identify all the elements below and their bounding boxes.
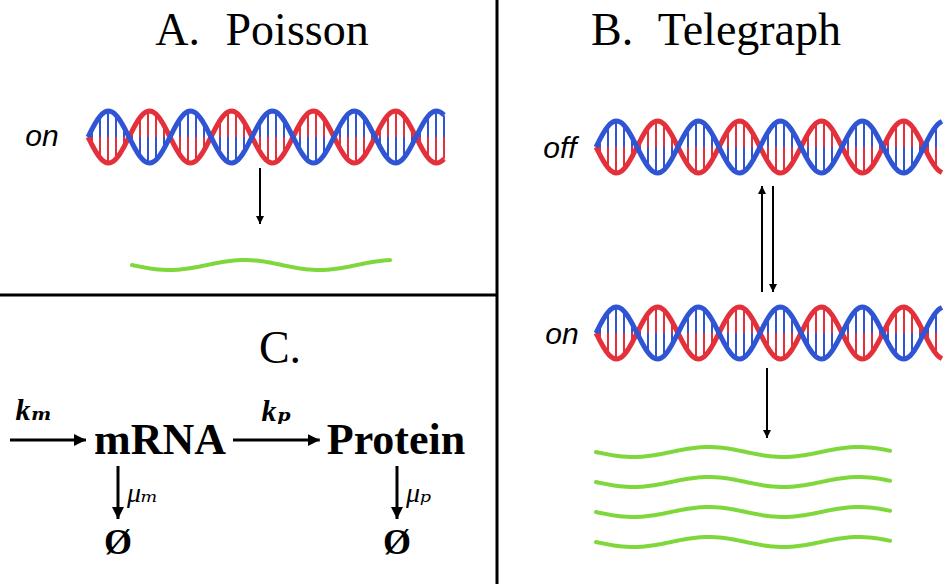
dna-strand [596,121,942,173]
panel-divider [496,0,499,584]
panel-title: A. Poisson [155,7,368,53]
reaction-arrow [395,466,398,519]
rate-label: kₚ [261,396,291,426]
base-pair [695,333,697,359]
base-pair [435,137,437,163]
base-pair [695,307,697,333]
dna-strand [88,111,444,163]
panel-title: B. Telegraph [591,7,841,53]
base-pair [903,147,905,173]
state-label: on [545,319,578,349]
base-pair [275,137,277,162]
panel-divider [0,294,497,297]
base-pair [863,333,865,359]
base-pair [903,307,905,333]
base-pair [655,121,657,147]
dna-strand [596,307,942,359]
mrna-molecule [596,447,890,457]
rate-label: μₚ [406,479,431,507]
dna-strand [88,111,444,163]
synthesis-arrow [10,439,86,442]
rate-label: μₘ [127,479,158,507]
mrna-molecule [596,507,890,517]
reaction-arrow [116,466,119,519]
base-pair [615,307,617,333]
dna-strand [596,121,942,173]
base-pair [443,115,445,137]
species-node: mRNA [90,416,230,464]
base-pair [695,121,697,147]
base-pair [315,137,317,163]
base-pair [655,333,657,359]
base-pair [615,147,617,173]
base-pair [655,147,657,173]
base-pair [823,121,825,147]
transcription-arrow [766,368,768,438]
base-pair [395,111,397,137]
base-pair [615,333,617,359]
species-node: Ø [100,522,136,562]
mrna-strand [132,260,390,270]
mrna-molecule [596,537,890,547]
species-node: Ø [379,522,415,562]
transcription-arrow [259,168,261,224]
base-pair [147,111,149,137]
base-pair [355,137,357,163]
panel-title: C. [259,325,301,371]
base-pair [735,333,737,358]
base-pair [227,112,229,137]
base-pair [615,121,617,147]
base-pair [823,307,825,333]
mrna-molecule [596,477,890,487]
species-name: Ø [104,524,132,560]
base-pair [187,111,189,137]
base-pair [783,308,785,333]
base-pair [187,137,189,163]
base-pair [315,111,317,137]
species-name: Protein [327,418,466,462]
switch-arrow [761,186,763,292]
base-pair [735,308,737,333]
dna-helix [88,111,444,163]
state-label: off [543,133,576,163]
base-pair [275,112,277,137]
base-pair [903,121,905,147]
base-pair [903,333,905,359]
base-pair [695,147,697,173]
switch-arrow [772,186,774,292]
base-pair [783,122,785,147]
base-pair [863,121,865,147]
base-pair [395,137,397,163]
base-pair [147,137,149,163]
rate-label: kₘ [16,395,53,425]
base-pair [783,147,785,172]
base-pair [863,147,865,173]
mrna-strands [596,447,890,547]
base-pair [355,111,357,137]
base-pair [435,111,437,137]
species-name: Ø [383,524,411,560]
base-pair [823,333,825,359]
species-node: Protein [323,416,470,464]
species-name: mRNA [94,418,226,462]
base-pair [655,307,657,333]
mrna-molecule [132,260,390,270]
base-pair [443,137,445,159]
reaction-arrow [233,439,320,442]
base-pair [863,307,865,333]
state-label: on [25,121,58,151]
dna-helix [596,307,942,359]
base-pair [735,147,737,172]
base-pair [783,333,785,358]
base-pair [107,111,109,137]
base-pair [107,137,109,163]
base-pair [227,137,229,162]
base-pair [735,122,737,147]
dna-strand [596,307,942,359]
dna-helix [596,121,942,173]
base-pair [823,147,825,173]
